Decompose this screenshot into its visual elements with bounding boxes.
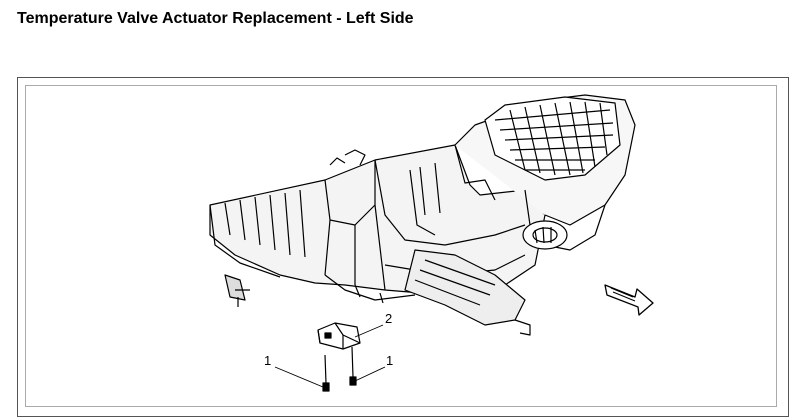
blower-housing <box>454 94 636 251</box>
callout-1-right: 1 <box>386 353 394 368</box>
hvac-module-illustration <box>209 94 654 392</box>
callout-1-left: 1 <box>264 353 272 368</box>
front-arrow-icon <box>604 284 654 316</box>
page-title: Temperature Valve Actuator Replacement -… <box>17 10 414 27</box>
figure-inner-frame <box>25 85 777 407</box>
fasteners <box>322 346 357 392</box>
lower-duct <box>324 249 531 336</box>
temperature-valve-actuator <box>317 322 361 350</box>
callout-leaders <box>274 324 386 388</box>
callout-2: 2 <box>385 311 393 326</box>
